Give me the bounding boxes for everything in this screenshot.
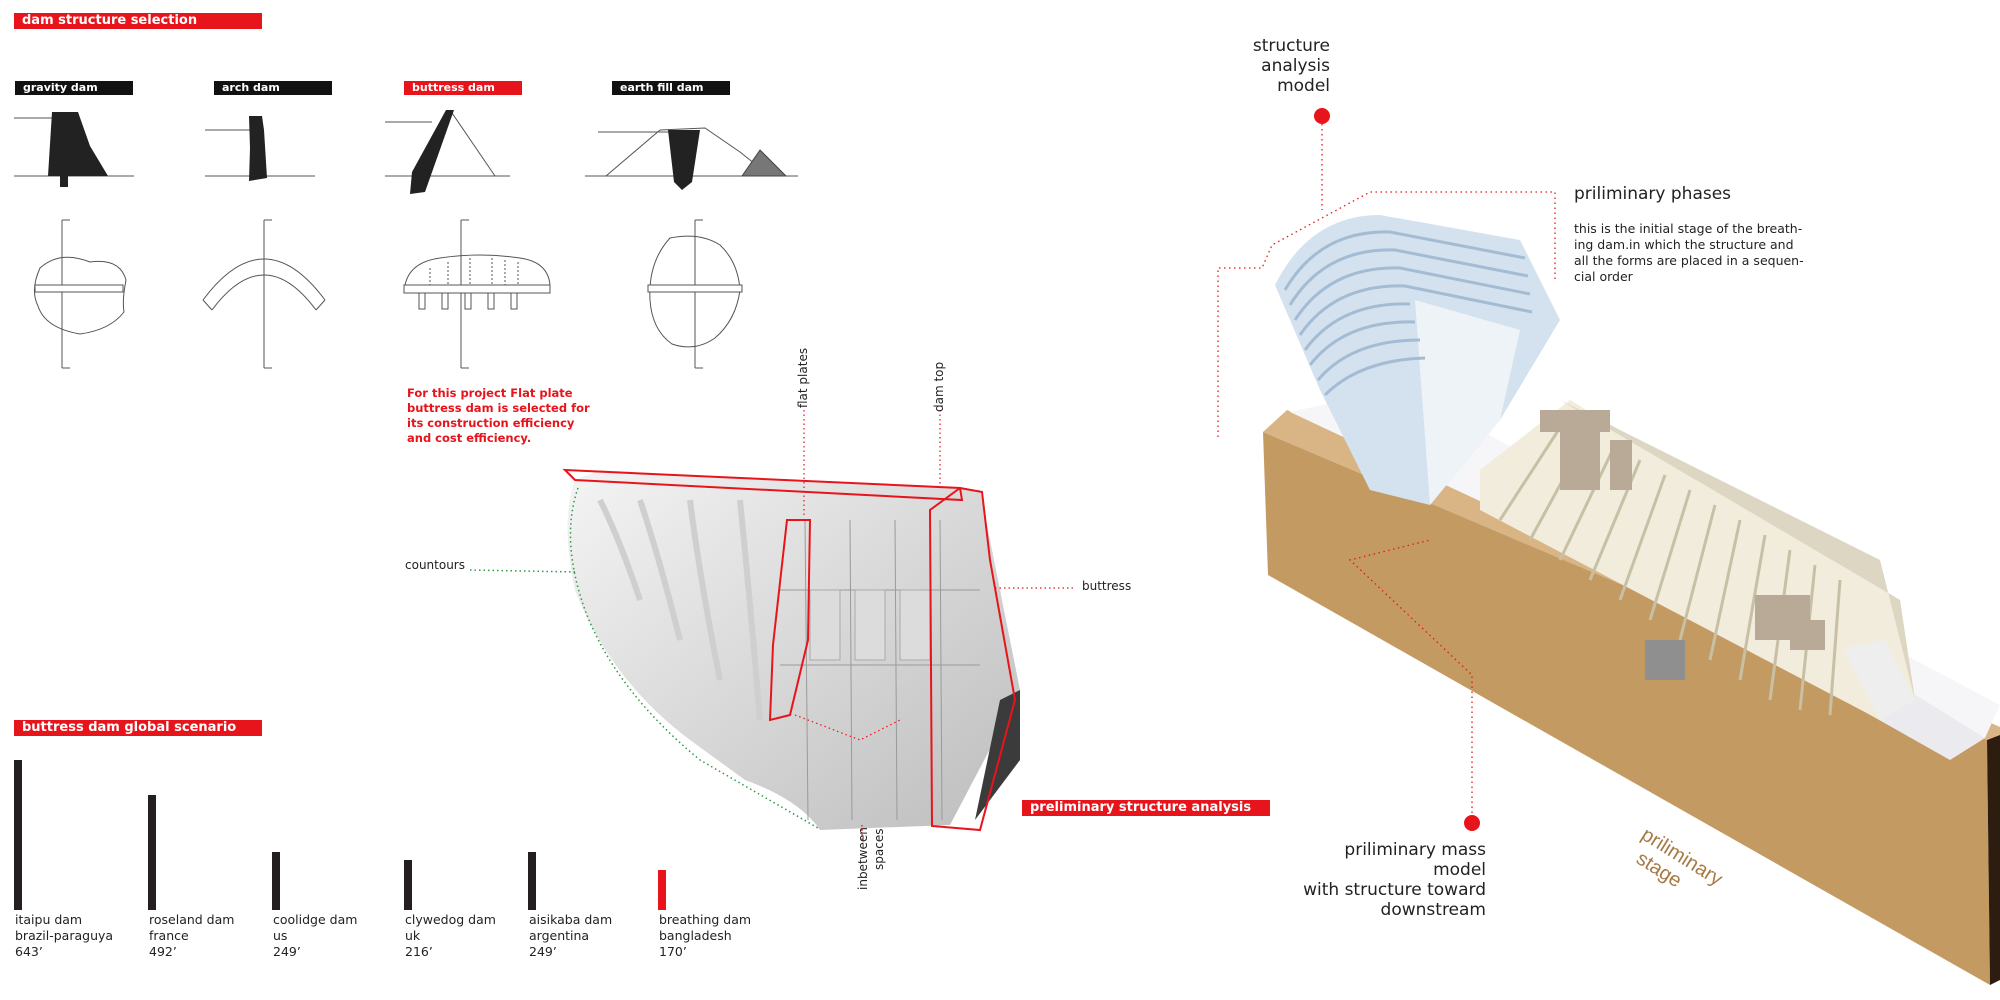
phase-description: this is the initial stage of the breath-… xyxy=(1574,221,1804,285)
phase-text-line: this is the initial stage of the breath- xyxy=(1574,221,1803,236)
gravity-dam-section xyxy=(14,112,134,187)
phase-text-line: ing dam.in which the structure and xyxy=(1574,237,1794,252)
mass-label-line: priliminary mass model xyxy=(1344,840,1486,880)
earth-fill-dam-section xyxy=(585,127,798,190)
arch-dam-plan xyxy=(202,219,326,369)
dam-entry-name: roseland dam xyxy=(149,912,235,927)
dam-entry-height-label: 249’ xyxy=(273,944,301,959)
dam-entry-height-label: 170’ xyxy=(659,944,687,959)
phase-title: priliminary phases xyxy=(1574,184,1732,204)
label-flat-plates: flat plates xyxy=(796,347,810,408)
arch-dam-section xyxy=(205,116,315,181)
downstream-structure xyxy=(1480,400,1915,720)
mass-label-line: downstream xyxy=(1380,900,1486,920)
structure-label-line: model xyxy=(1277,76,1330,96)
dam-entry-name: coolidge dam xyxy=(273,912,358,927)
label-buttress: buttress xyxy=(1082,579,1132,593)
structure-analysis-model xyxy=(1275,215,1560,505)
phase-text-line: cial order xyxy=(1574,269,1633,284)
buttress-model-drawing xyxy=(469,410,1075,840)
height-bar xyxy=(404,860,412,910)
label-countours: countours xyxy=(405,558,465,572)
dam-entry-name: breathing dam xyxy=(659,912,752,927)
dam-entry-country: uk xyxy=(405,928,421,943)
selection-note-line: For this project Flat plate xyxy=(407,386,573,400)
earth-fill-dam-plan xyxy=(647,219,743,369)
section-title-structure-selection: dam structure selection xyxy=(14,13,262,29)
dam-entry-country: bangladesh xyxy=(659,928,732,943)
mass-model-label: priliminary mass model with structure to… xyxy=(1300,840,1486,920)
height-bar xyxy=(658,870,666,910)
dam-type-earth-fill: earth fill dam dam xyxy=(612,81,730,108)
mass-model-marker xyxy=(1464,815,1480,831)
dam-type-gravity: gravity dam xyxy=(15,81,133,95)
dam-entry-height-label: 643’ xyxy=(15,944,43,959)
gravity-dam-plan xyxy=(34,219,127,369)
selection-note-line: and cost efficiency. xyxy=(407,431,532,445)
dam-entry-country: argentina xyxy=(529,928,590,943)
dam-entry-name: aisikaba dam xyxy=(529,912,613,927)
height-bar xyxy=(528,852,536,910)
buttress-dam-plan xyxy=(403,219,551,369)
structure-label-line: analysis xyxy=(1261,56,1330,76)
selection-note: For this project Flat plate buttress dam… xyxy=(407,386,590,446)
dam-entry-country: france xyxy=(149,928,189,943)
height-bar xyxy=(272,852,280,910)
dam-entry-country: us xyxy=(273,928,288,943)
phase-text-line: all the forms are placed in a sequen- xyxy=(1574,253,1804,268)
dam-type-buttress: buttress dam xyxy=(404,81,522,95)
structure-analysis-model-label: structure analysis model xyxy=(1230,36,1330,96)
label-inbetween: inbetween xyxy=(856,827,870,890)
model-leaders xyxy=(1217,124,1556,828)
dam-entry-height-label: 216’ xyxy=(405,944,433,959)
section-title-global-scenario: buttress dam global scenario xyxy=(14,720,262,736)
mass-label-line: with structure toward xyxy=(1303,880,1486,900)
height-bar xyxy=(148,795,156,910)
height-bar xyxy=(14,760,22,910)
dam-entry-name: itaipu dam xyxy=(15,912,83,927)
section-title-preliminary-structure-analysis: preliminary structure analysis xyxy=(1022,800,1270,816)
structure-model-marker xyxy=(1314,108,1330,124)
dam-entry-country: brazil-paraguya xyxy=(15,928,114,943)
buttress-dam-section xyxy=(385,109,510,194)
label-spaces: spaces xyxy=(872,828,886,870)
dam-entry-height-label: 249’ xyxy=(529,944,557,959)
dam-type-arch: arch dam xyxy=(214,81,332,95)
dam-entry-height-label: 492’ xyxy=(149,944,177,959)
selection-note-line: its construction efficiency xyxy=(407,416,575,430)
structure-label-line: structure xyxy=(1252,36,1330,56)
mass-model-photo: priliminary stage xyxy=(1263,215,2000,985)
label-dam-top: dam top xyxy=(932,361,946,412)
selection-note-line: buttress dam is selected for xyxy=(407,401,590,415)
dam-entry-name: clywedog dam xyxy=(405,912,496,927)
